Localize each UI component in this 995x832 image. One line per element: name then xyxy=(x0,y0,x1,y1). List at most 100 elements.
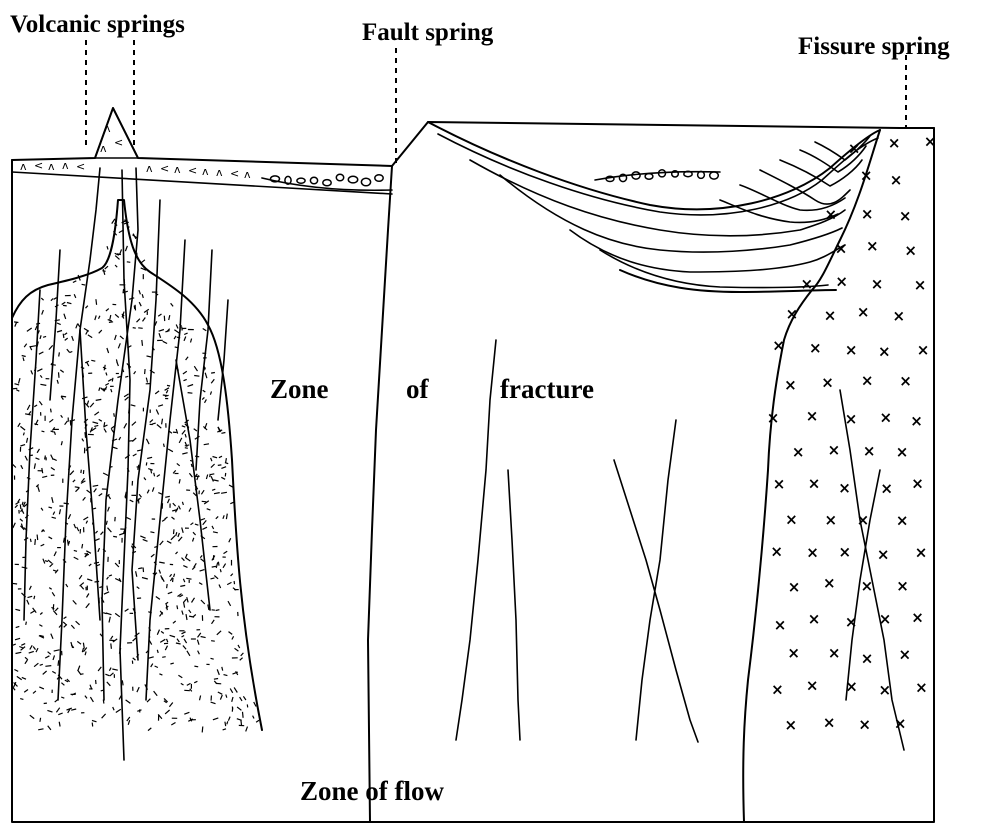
speckle-mark xyxy=(53,655,55,660)
speckle-mark xyxy=(217,669,219,675)
speckle-mark xyxy=(176,552,178,554)
speckle-mark xyxy=(42,476,47,477)
speckle-mark xyxy=(224,551,228,553)
speckle-mark xyxy=(186,578,191,579)
speckle-mark xyxy=(65,338,68,340)
gravel-pebble xyxy=(632,172,640,179)
speckle-mark xyxy=(48,652,51,655)
granite-cross-mark: × xyxy=(823,574,836,592)
speckle-mark xyxy=(119,533,125,535)
speckle-mark xyxy=(194,666,198,667)
speckle-mark xyxy=(125,376,128,377)
speckle-mark xyxy=(15,609,20,610)
speckle-mark xyxy=(20,426,25,430)
speckle-mark xyxy=(213,718,218,720)
speckle-mark xyxy=(61,441,62,445)
speckle-mark xyxy=(45,656,49,658)
speckle-mark xyxy=(213,532,218,533)
speckle-mark xyxy=(174,336,176,339)
speckle-mark xyxy=(57,323,61,325)
speckle-mark xyxy=(158,405,163,407)
speckle-mark xyxy=(76,324,78,329)
speckle-mark xyxy=(156,410,158,415)
cone-symbol: < xyxy=(114,136,123,149)
speckle-mark xyxy=(16,652,22,653)
speckle-mark xyxy=(224,675,228,676)
speckle-mark xyxy=(193,538,194,542)
speckle-mark xyxy=(188,393,193,394)
speckle-mark xyxy=(40,613,42,615)
speckle-mark xyxy=(105,383,109,385)
speckle-mark xyxy=(231,574,233,576)
speckle-mark xyxy=(182,528,184,533)
speckle-mark xyxy=(73,281,76,283)
speckle-mark xyxy=(256,720,259,722)
speckle-mark xyxy=(166,604,167,610)
speckle-mark xyxy=(42,431,45,432)
speckle-mark xyxy=(151,554,154,557)
speckle-mark xyxy=(165,710,170,714)
speckle-mark xyxy=(73,600,77,604)
speckle-mark xyxy=(51,409,52,413)
speckle-mark xyxy=(41,544,45,546)
speckle-mark xyxy=(226,514,227,520)
speckle-mark xyxy=(146,378,147,383)
speckle-mark xyxy=(54,432,55,435)
speckle-mark xyxy=(107,348,109,353)
speckle-mark xyxy=(99,419,102,421)
speckle-mark xyxy=(202,727,203,733)
speckle-mark xyxy=(113,707,114,710)
speckle-mark xyxy=(139,302,141,306)
speckle-mark xyxy=(194,376,199,377)
speckle-mark xyxy=(103,473,108,476)
speckle-mark xyxy=(24,344,27,347)
speckle-mark xyxy=(76,621,80,625)
speckle-mark xyxy=(110,673,114,676)
speckle-mark xyxy=(54,298,57,300)
speckle-mark xyxy=(136,571,137,576)
speckle-mark xyxy=(21,644,25,646)
speckle-mark xyxy=(133,638,136,641)
speckle-mark xyxy=(162,419,163,425)
speckle-mark xyxy=(200,555,202,557)
granite-cross-mark: × xyxy=(890,171,903,189)
speckle-mark xyxy=(89,564,91,566)
speckle-mark xyxy=(174,330,179,333)
speckle-mark xyxy=(86,603,90,608)
speckle-mark xyxy=(126,700,131,704)
speckle-mark xyxy=(147,490,149,494)
speckle-mark xyxy=(49,588,52,590)
speckle-mark xyxy=(51,299,53,301)
speckle-mark xyxy=(211,702,216,704)
speckle-mark xyxy=(95,315,96,320)
granite-cross-mark: × xyxy=(896,511,909,529)
speckle-mark xyxy=(243,712,244,718)
speckle-mark xyxy=(143,318,146,322)
speckle-mark xyxy=(216,562,218,568)
speckle-mark xyxy=(168,592,172,594)
speckle-mark xyxy=(182,430,185,434)
speckle-mark xyxy=(201,600,205,604)
fault-line xyxy=(368,166,392,822)
speckle-mark xyxy=(221,467,226,469)
speckle-mark xyxy=(214,679,218,680)
speckle-mark xyxy=(123,289,124,293)
speckle-mark xyxy=(34,405,37,407)
speckle-mark xyxy=(22,502,23,505)
speckle-mark xyxy=(220,695,222,700)
speckle-mark xyxy=(74,550,77,551)
speckle-mark xyxy=(20,699,23,700)
speckle-mark xyxy=(137,687,139,692)
gravel-pebble xyxy=(375,175,383,182)
speckle-mark xyxy=(189,610,191,613)
granite-cross-mark: × xyxy=(899,372,912,390)
speckle-mark xyxy=(54,650,60,651)
speckle-mark xyxy=(59,722,60,727)
speckle-mark xyxy=(210,474,214,475)
speckle-mark xyxy=(211,458,212,461)
speckle-mark xyxy=(181,683,184,685)
speckle-mark xyxy=(238,645,240,648)
speckle-mark xyxy=(109,496,111,500)
speckle-mark xyxy=(112,669,118,670)
cone-symbol: ᴧ xyxy=(48,160,55,173)
